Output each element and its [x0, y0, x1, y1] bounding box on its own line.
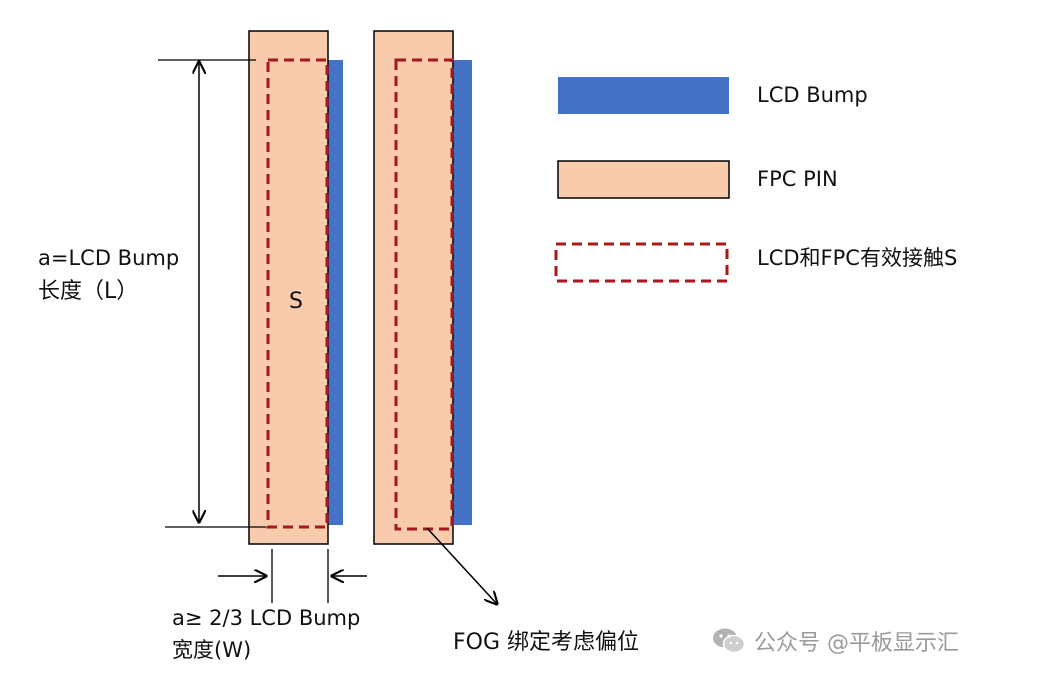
- lcd-bump-left: [328, 60, 343, 525]
- area-label: S: [289, 289, 303, 314]
- fpc-pin-left: [248, 30, 329, 545]
- contact-area-right: [394, 58, 454, 531]
- lcd-bump-right: [453, 60, 472, 525]
- watermark: 公众号 @平板显示汇: [712, 625, 959, 657]
- offset-note: FOG 绑定考虑偏位: [453, 630, 640, 655]
- fpc-pin-right: [373, 30, 454, 545]
- length-label-line2: 长度（L）: [38, 279, 139, 304]
- legend-label-contact: LCD和FPC有效接触S: [757, 246, 958, 270]
- legend-label-fpc-pin: FPC PIN: [757, 167, 838, 191]
- legend-swatch-lcd-bump: [558, 77, 729, 114]
- legend-swatch-fpc-pin: [557, 160, 730, 199]
- watermark-text: 公众号 @平板显示汇: [754, 631, 959, 656]
- legend-label-lcd-bump: LCD Bump: [757, 83, 868, 107]
- width-label-line2: 宽度(W): [172, 638, 252, 662]
- contact-area-left: [266, 58, 329, 529]
- offset-pointer-arrow: [426, 527, 497, 604]
- wechat-icon: [713, 628, 746, 654]
- width-label-line1: a≥ 2/3 LCD Bump: [172, 606, 361, 630]
- length-label-line1: a=LCD Bump: [38, 246, 180, 270]
- legend-swatch-contact: [554, 242, 729, 283]
